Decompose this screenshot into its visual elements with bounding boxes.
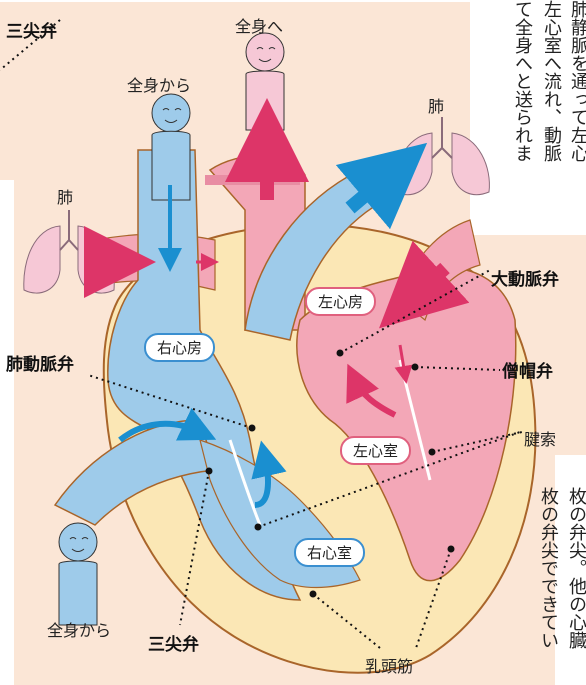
label-lung-left: 肺: [57, 184, 73, 208]
chamber-right-ventricle: 右心室: [294, 538, 365, 567]
label-to-body: 全身へ: [235, 13, 283, 37]
chamber-right-atrium: 右心房: [144, 333, 215, 362]
text-column-5: 枚の弁尖でできてい: [537, 487, 559, 649]
label-lung-right: 肺: [428, 93, 444, 117]
label-tricuspid-valve-bottom: 三尖弁: [148, 630, 199, 655]
chamber-left-atrium: 左心房: [305, 287, 376, 316]
person-top-right-icon: [246, 33, 284, 130]
label-chordae: 腱索: [524, 426, 556, 450]
label-from-body-bottom: 全身から: [47, 617, 111, 641]
text-column-4: 枚の弁尖。他の心臓: [565, 487, 586, 649]
lung-left-icon: [24, 210, 114, 293]
text-column-3: て全身へと送られま: [511, 0, 533, 162]
label-aortic-valve: 大動脈弁: [491, 265, 559, 290]
label-mitral-valve: 僧帽弁: [502, 357, 553, 382]
label-papillary-muscle: 乳頭筋: [365, 653, 413, 677]
label-pulmonary-valve: 肺動脈弁: [6, 350, 74, 375]
label-from-body-top: 全身から: [127, 72, 191, 96]
person-bottom-left-icon: [59, 523, 97, 625]
label-tricuspid-valve-top: 三尖弁: [6, 17, 57, 42]
text-column-2: 左心室へ流れ、動脈: [540, 0, 562, 162]
chamber-left-ventricle: 左心室: [340, 436, 411, 465]
person-top-center-icon: [152, 94, 190, 200]
text-column-1: 肺静脈を通って左心: [567, 0, 586, 162]
